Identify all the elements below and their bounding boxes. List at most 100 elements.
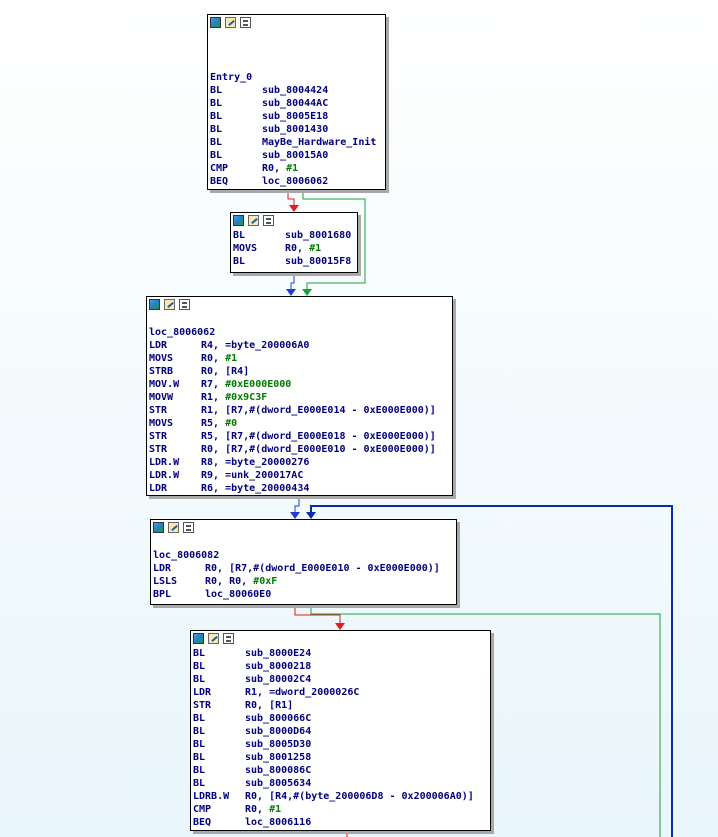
- operand[interactable]: sub_800086C: [245, 765, 312, 776]
- operand[interactable]: loc_8006062: [262, 176, 329, 187]
- operand[interactable]: R1, [R7,#(dword_E000E014 - 0xE000E000)]: [201, 405, 436, 416]
- operand[interactable]: sub_8000218: [245, 661, 312, 672]
- operand[interactable]: loc_8006116: [245, 817, 312, 828]
- edge-b4-b5[interactable]: [294, 603, 341, 628]
- group-icon[interactable]: [263, 215, 274, 226]
- edit-icon[interactable]: [208, 633, 219, 644]
- operand[interactable]: R0, [R7,#(dword_E000E010 - 0xE000E000)]: [205, 563, 440, 574]
- operand[interactable]: R8, =byte_20000276: [201, 457, 310, 468]
- code-label[interactable]: Entry_0: [210, 72, 253, 83]
- label-line[interactable]: loc_8006062: [149, 326, 450, 339]
- edge-b1-b3[interactable]: [302, 189, 366, 294]
- label-line[interactable]: loc_8006082: [153, 549, 454, 562]
- group-icon[interactable]: [179, 299, 190, 310]
- operand[interactable]: sub_8001258: [245, 752, 312, 763]
- edge-b2-b3[interactable]: [290, 272, 295, 294]
- operand[interactable]: sub_8001430: [262, 124, 329, 135]
- group-icon[interactable]: [240, 17, 251, 28]
- operand[interactable]: sub_800066C: [245, 713, 312, 724]
- operand[interactable]: R5, [R7,#(dword_E000E018 - 0xE000E000)]: [201, 431, 436, 442]
- operand[interactable]: sub_8001680: [285, 230, 352, 241]
- operand[interactable]: R0, [R4]: [201, 366, 250, 377]
- operand[interactable]: R4, =byte_200006A0: [201, 340, 310, 351]
- operand[interactable]: MayBe_Hardware_Init: [262, 137, 377, 148]
- operand[interactable]: sub_8000E24: [245, 648, 312, 659]
- color-palette-icon[interactable]: [233, 215, 244, 226]
- color-palette-icon[interactable]: [193, 633, 204, 644]
- edit-icon[interactable]: [248, 215, 259, 226]
- edit-icon[interactable]: [164, 299, 175, 310]
- edit-icon[interactable]: [225, 17, 236, 28]
- operand[interactable]: sub_80044AC: [262, 98, 329, 109]
- operand[interactable]: sub_8005E18: [262, 111, 329, 122]
- operand[interactable]: sub_80002C4: [245, 674, 312, 685]
- operand[interactable]: sub_80015F8: [285, 256, 352, 267]
- group-icon[interactable]: [223, 633, 234, 644]
- code-label[interactable]: loc_8006082: [153, 550, 220, 561]
- operand[interactable]: R6, =byte_20000434: [201, 483, 310, 494]
- operand[interactable]: loc_80060E0: [205, 589, 272, 600]
- operand[interactable]: R9, =unk_200017AC: [201, 470, 304, 481]
- operand[interactable]: sub_8005D30: [245, 739, 312, 750]
- operand[interactable]: sub_8004424: [262, 85, 329, 96]
- operand[interactable]: sub_8000D64: [245, 726, 312, 737]
- operand[interactable]: sub_8005634: [245, 778, 312, 789]
- color-palette-icon[interactable]: [210, 17, 221, 28]
- edge-b4-offscreen[interactable]: [310, 603, 661, 837]
- group-icon[interactable]: [183, 522, 194, 533]
- edge-b1-b2[interactable]: [287, 189, 295, 210]
- label-line[interactable]: Entry_0: [210, 71, 383, 84]
- color-palette-icon[interactable]: [153, 522, 164, 533]
- color-palette-icon[interactable]: [149, 299, 160, 310]
- code-label[interactable]: loc_8006062: [149, 327, 216, 338]
- edit-icon[interactable]: [168, 522, 179, 533]
- operand[interactable]: R0, [R1]: [245, 700, 294, 711]
- operand[interactable]: R1, =dword_2000026C: [245, 687, 360, 698]
- operand[interactable]: R0, [R4,#(byte_200006D8 - 0x200006A0)]: [245, 791, 474, 802]
